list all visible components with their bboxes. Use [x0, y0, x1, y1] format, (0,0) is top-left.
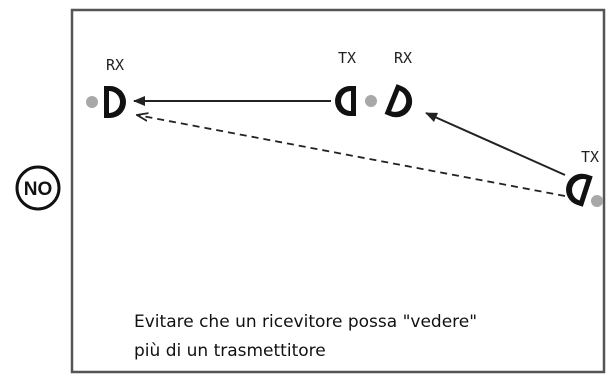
no-badge-text: NO	[24, 179, 53, 200]
receiver-middle-lens-icon	[391, 90, 407, 112]
receiver-middle-label: RX	[394, 49, 412, 67]
diagram-frame	[70, 8, 606, 374]
receiver-left-dot	[86, 96, 98, 108]
beam-dashed-arrow	[137, 115, 566, 197]
receiver-left: RX	[86, 56, 126, 118]
transmitter-middle-lens-icon	[341, 91, 351, 111]
receiver-middle: RX	[384, 49, 413, 118]
no-badge: NO	[15, 165, 61, 211]
caption-line-2: più di un trasmettitore	[134, 341, 326, 361]
transmitter-right-lens-icon	[572, 179, 587, 201]
beam-diagonal-arrow	[425, 112, 566, 176]
transmitter-right-label: TX	[581, 148, 599, 166]
receiver-left-lens-icon	[109, 91, 120, 113]
transmitter-right: TX	[566, 148, 603, 207]
caption-line-1: Evitare che un ricevitore possa "vedere"	[134, 312, 477, 332]
transmitter-right-dot	[591, 195, 603, 207]
transmitter-middle: TX	[335, 49, 377, 116]
receiver-left-label: RX	[106, 56, 124, 74]
transmitter-middle-label: TX	[338, 49, 356, 67]
no-badge-circle	[15, 165, 61, 211]
transmitter-middle-dot	[365, 95, 377, 107]
